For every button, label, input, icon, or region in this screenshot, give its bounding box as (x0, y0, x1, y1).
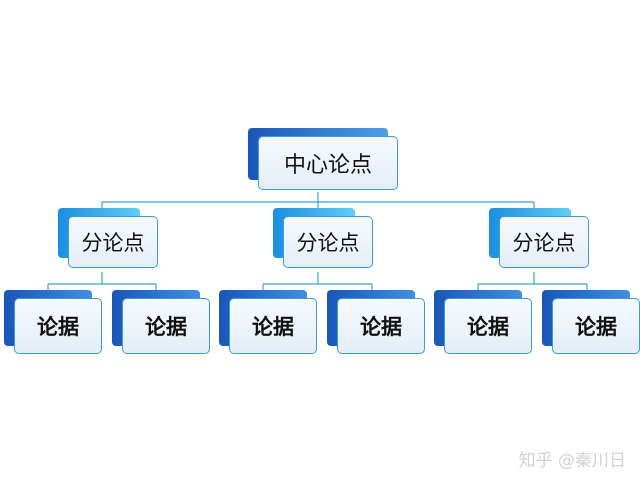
leaf-node-label: 论据 (122, 298, 210, 354)
sub-node-label: 分论点 (68, 216, 158, 268)
leaf-node-label: 论据 (14, 298, 102, 354)
sub-node-label: 分论点 (283, 216, 373, 268)
leaf-node-label: 论据 (337, 298, 425, 354)
leaf-node-label: 论据 (444, 298, 532, 354)
leaf-node-label: 论据 (229, 298, 317, 354)
watermark-text: 知乎 @秦川日 (518, 451, 626, 471)
leaf-node-label: 论据 (552, 298, 640, 354)
central-node-label: 中心论点 (258, 136, 398, 190)
sub-node-label: 分论点 (499, 216, 589, 268)
